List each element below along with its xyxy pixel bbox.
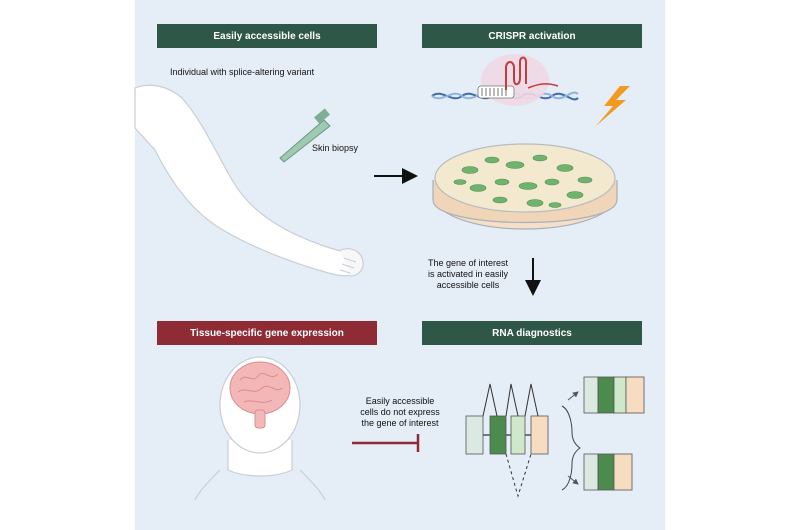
- not-express-line-1: Easily accessible: [365, 396, 435, 406]
- header-crispr-activation: CRISPR activation: [422, 24, 642, 48]
- skin-biopsy-label: Skin biopsy: [312, 143, 359, 153]
- crispr-complex-icon: [477, 54, 559, 106]
- header-rna-diagnostics: RNA diagnostics: [422, 321, 642, 345]
- figure-panel: [135, 0, 665, 530]
- petri-dish-icon: [432, 143, 618, 230]
- head-brain-icon: [194, 356, 326, 501]
- not-express-line-3: the gene of interest: [361, 418, 439, 428]
- gene-activated-line-3: accessible cells: [436, 280, 500, 290]
- header-tissue-specific-expression: Tissue-specific gene expression: [157, 321, 377, 345]
- gene-activated-line-1: The gene of interest: [427, 258, 509, 268]
- gene-activated-line-2: is activated in easily: [427, 269, 509, 279]
- header-easily-accessible-cells: Easily accessible cells: [157, 24, 377, 48]
- inhibition-icon: [352, 434, 420, 452]
- biopsy-punch-icon: [279, 108, 331, 163]
- splicing-diagram-icon: [465, 376, 645, 498]
- not-express-caption: Easily accessible cells do not express t…: [350, 396, 450, 429]
- lightning-icon: [596, 86, 630, 126]
- not-express-line-2: cells do not express: [360, 407, 440, 417]
- gene-activated-caption: The gene of interest is activated in eas…: [418, 258, 518, 291]
- individual-label: Individual with splice-altering variant: [170, 67, 315, 77]
- arm-icon: [134, 84, 364, 277]
